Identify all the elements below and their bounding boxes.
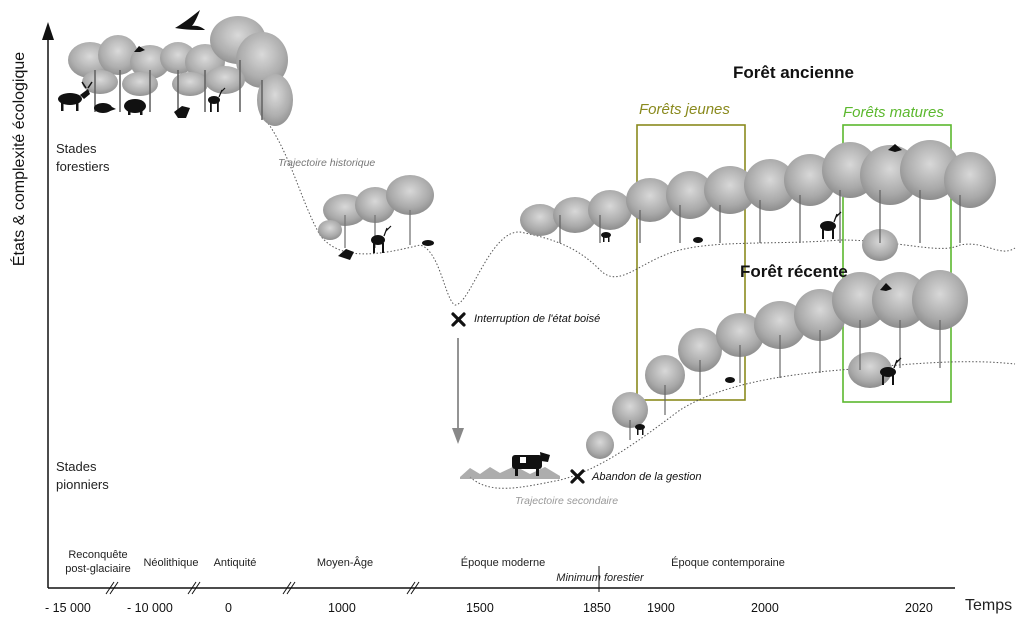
period-label: Époque contemporaine bbox=[671, 557, 785, 569]
period-label: Néolithique bbox=[143, 557, 199, 569]
deer-icon bbox=[208, 87, 226, 112]
x-tick-label: 1900 bbox=[647, 601, 675, 615]
wolf-icon bbox=[338, 249, 354, 260]
x-tick-label: 1000 bbox=[328, 601, 356, 615]
cow-icon bbox=[512, 452, 550, 476]
deer-icon bbox=[601, 232, 611, 242]
y-top-label: Stades forestiers bbox=[56, 141, 110, 174]
historic-trajectory-line bbox=[261, 114, 1016, 306]
mature-forest-label: Forêts matures bbox=[843, 104, 944, 121]
wolf-icon bbox=[174, 106, 190, 118]
x-mark-icon bbox=[570, 469, 585, 484]
x-tick-label: 1850 bbox=[583, 601, 611, 615]
period-label: Époque moderne bbox=[460, 557, 546, 569]
axis-break-marks bbox=[105, 581, 420, 595]
deer-icon bbox=[635, 424, 645, 435]
boar-icon bbox=[693, 237, 703, 243]
interruption-arrow-head bbox=[452, 428, 464, 444]
period-label: Antiquité bbox=[213, 557, 257, 569]
recent-forest-title: Forêt récente bbox=[740, 262, 848, 281]
bird-of-prey-icon bbox=[880, 283, 892, 291]
recent-forest-illustration bbox=[586, 270, 968, 459]
deer-icon bbox=[820, 211, 842, 239]
young-forest-label: Forêts jeunes bbox=[639, 101, 730, 118]
x-tick-label: 0 bbox=[225, 601, 232, 615]
y-bottom-label: Stades pionniers bbox=[56, 459, 109, 492]
deer-icon bbox=[371, 225, 392, 253]
historic-trajectory-label: Trajectoire historique bbox=[278, 157, 376, 169]
minimum-forestier-label: Minimum forestier bbox=[556, 572, 644, 584]
period-label: Reconquête post-glaciaire bbox=[65, 549, 131, 575]
y-axis-title: États & complexité écologique bbox=[11, 51, 28, 267]
primeval-forest-illustration bbox=[68, 16, 293, 126]
mature-forest-box bbox=[842, 124, 952, 403]
secondary-trajectory-label: Trajectoire secondaire bbox=[515, 495, 619, 507]
young-forest-box bbox=[636, 124, 746, 401]
bird-of-prey-icon bbox=[888, 144, 902, 152]
x-tick-label: 2000 bbox=[751, 601, 779, 615]
moose-icon bbox=[58, 81, 93, 111]
x-mark-icon bbox=[451, 312, 466, 327]
boar-icon bbox=[725, 377, 735, 383]
x-axis-title: Temps bbox=[965, 597, 1013, 614]
period-label: Moyen-Âge bbox=[316, 557, 374, 569]
bird-of-prey-icon bbox=[134, 46, 145, 52]
x-tick-label: 2020 bbox=[905, 601, 933, 615]
boar-icon bbox=[94, 103, 116, 113]
abandon-label: Abandon de la gestion bbox=[592, 471, 702, 483]
x-tick-label: - 15 000 bbox=[45, 601, 91, 615]
historic-forest-illustration bbox=[318, 140, 996, 261]
boar-icon bbox=[422, 240, 434, 246]
x-tick-label: 1500 bbox=[466, 601, 494, 615]
bird-of-prey-icon bbox=[175, 10, 205, 30]
ancient-forest-title: Forêt ancienne bbox=[733, 63, 854, 82]
pioneer-meadow-illustration bbox=[460, 452, 560, 479]
deer-icon bbox=[880, 357, 902, 385]
bison-icon bbox=[124, 99, 146, 115]
secondary-trajectory-line bbox=[469, 361, 1016, 489]
interruption-label: Interruption de l'état boisé bbox=[474, 313, 601, 325]
x-tick-label: - 10 000 bbox=[127, 601, 173, 615]
y-axis-arrow bbox=[42, 22, 54, 40]
